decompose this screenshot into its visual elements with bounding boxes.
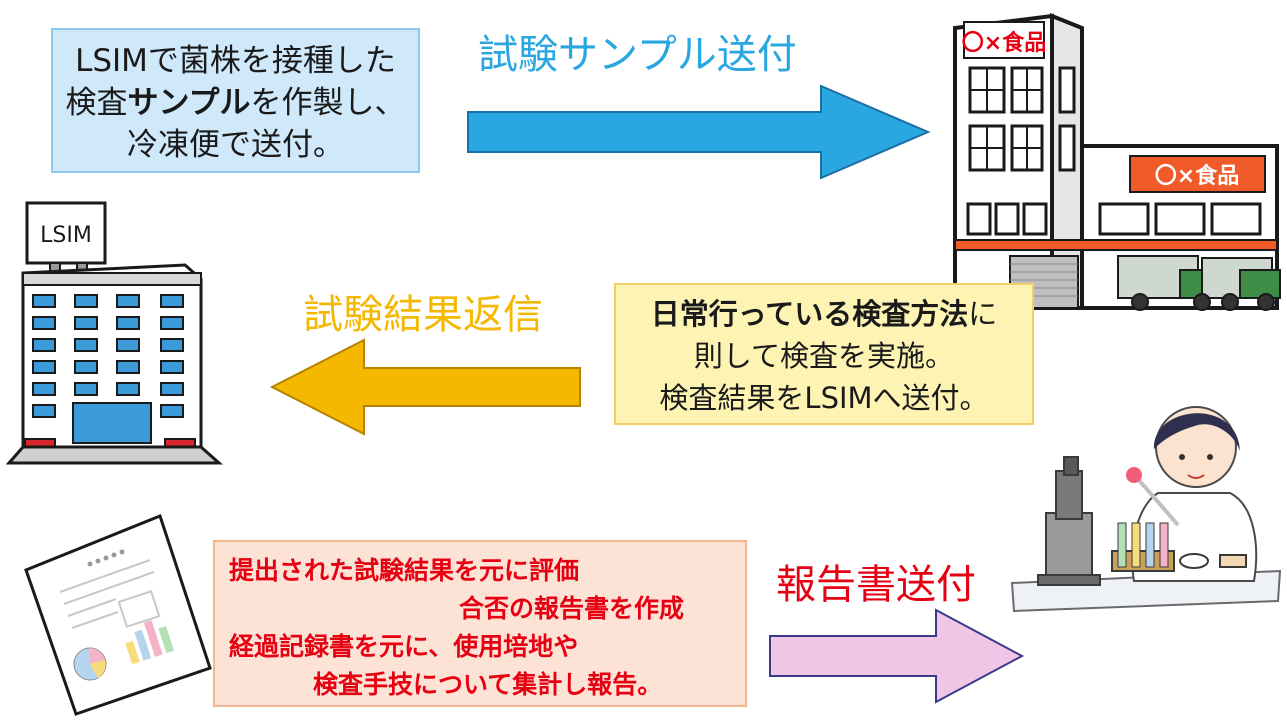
report-summary-line-4: 検査手技について集計し報告。 bbox=[313, 670, 663, 699]
report-send-label: 報告書送付 bbox=[776, 562, 976, 608]
sample-prep-line-3: 冷凍便で送付。 bbox=[127, 127, 344, 163]
report-send-arrow bbox=[769, 608, 1025, 704]
sample-prep-line-1: LSIMで菌株を接種した bbox=[75, 43, 396, 79]
inspection-line-1: 日常行っている検査方法に bbox=[650, 297, 998, 331]
report-summary-line-2: 合否の報告書を作成 bbox=[459, 594, 685, 623]
report-summary-line-3: 経過記録書を元に、使用培地や bbox=[229, 632, 579, 661]
inspection-box: 日常行っている検査方法に 則して検査を実施。 検査結果をLSIMへ送付。 bbox=[614, 283, 1034, 425]
factory-roof-sign: 〇×食品 bbox=[962, 30, 1046, 56]
result-return-label: 試験結果返信 bbox=[303, 292, 543, 338]
scientist-lab-illustration bbox=[1010, 406, 1282, 613]
sample-send-label: 試験サンプル送付 bbox=[478, 32, 797, 78]
food-factory-illustration: 〇×食品 〇×食品 bbox=[953, 13, 1281, 311]
sample-prep-line-2: 検査サンプルを作製し、 bbox=[65, 85, 406, 121]
factory-side-sign: 〇×食品 bbox=[1155, 163, 1239, 189]
lsim-building-illustration: LSIM bbox=[5, 201, 223, 465]
report-document-illustration bbox=[24, 514, 212, 716]
inspection-line-2: 則して検査を実施。 bbox=[693, 339, 955, 373]
sample-prep-box: LSIMで菌株を接種した 検査サンプルを作製し、 冷凍便で送付。 bbox=[51, 28, 420, 173]
report-summary-line-1: 提出された試験結果を元に評価 bbox=[229, 556, 580, 585]
result-return-arrow bbox=[269, 338, 581, 436]
sample-send-arrow bbox=[467, 84, 931, 180]
lsim-building-sign: LSIM bbox=[40, 223, 92, 248]
report-summary-box: 提出された試験結果を元に評価 合否の報告書を作成 経過記録書を元に、使用培地や … bbox=[213, 540, 747, 707]
inspection-line-3: 検査結果をLSIMへ送付。 bbox=[659, 381, 989, 415]
